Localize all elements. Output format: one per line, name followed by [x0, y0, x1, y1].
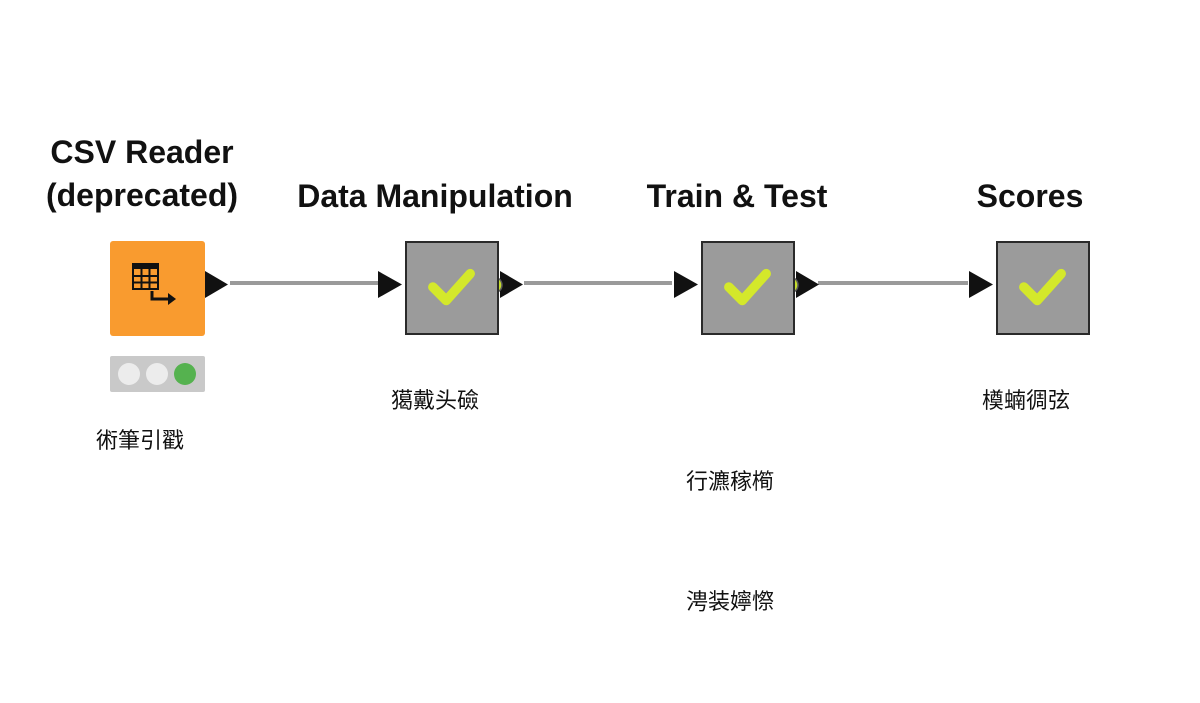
metanode-train-test[interactable]	[701, 241, 795, 335]
node-annotation-scores[interactable]: 橂蝻徟弦	[981, 389, 1070, 414]
output-port[interactable]	[500, 271, 523, 298]
input-port[interactable]	[969, 271, 993, 298]
input-port[interactable]	[674, 271, 698, 298]
metanode-data-manipulation[interactable]	[405, 241, 499, 335]
node-title-line: (deprecated)	[45, 177, 239, 213]
status-light-red	[118, 363, 140, 385]
node-status-traffic-light	[110, 356, 205, 392]
table-export-icon	[132, 263, 176, 305]
annotation-line: 行瀌稼橁	[685, 470, 774, 495]
checkmark-icon	[428, 268, 475, 306]
annotation-line: 涄装嬣憏	[685, 590, 774, 615]
node-title-train-test: Train & Test	[646, 178, 828, 214]
status-light-green	[174, 363, 196, 385]
node-title-csv-reader: CSV Reader (deprecated)	[24, 131, 260, 217]
node-csv-reader[interactable]	[110, 241, 205, 336]
output-port[interactable]	[796, 271, 819, 298]
node-title-data-manipulation: Data Manipulation	[297, 178, 573, 214]
node-title-line: CSV Reader	[50, 134, 234, 170]
status-light-yellow	[146, 363, 168, 385]
metanode-scores[interactable]	[996, 241, 1090, 335]
workflow-canvas[interactable]: CSV Reader (deprecated) 術筆引戳 Data Manipu…	[0, 0, 1200, 630]
node-annotation-data-manipulation[interactable]: 獦戴头礆	[390, 389, 479, 414]
checkmark-icon	[1019, 268, 1066, 306]
node-annotation-train-test[interactable]: 行瀌稼橁 涄装嬣憏	[650, 383, 810, 703]
node-annotation-csv-reader[interactable]: 術筆引戳	[95, 429, 184, 454]
input-port[interactable]	[378, 271, 402, 298]
output-port[interactable]	[205, 271, 228, 298]
node-title-scores: Scores	[976, 178, 1084, 214]
checkmark-icon	[724, 268, 771, 306]
